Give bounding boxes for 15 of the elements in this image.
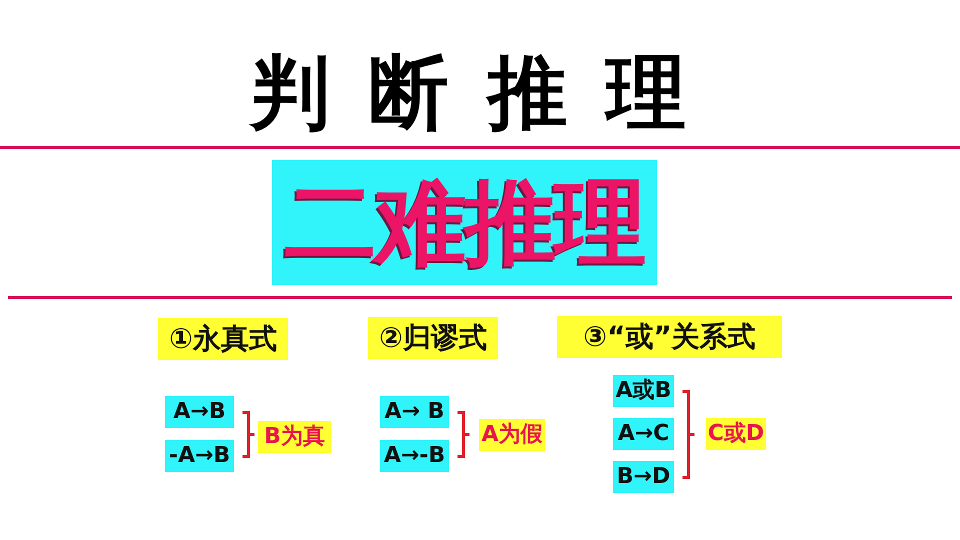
banner: 二难推理 (272, 160, 657, 285)
heading-box: ①永真式 (158, 318, 288, 360)
heading-box: ②归谬式 (368, 317, 498, 359)
heading-box: ③“或”关系式 (557, 316, 782, 358)
conclusion-box: A为假 (479, 419, 545, 451)
formula-box: A→B (165, 396, 234, 428)
conclusion-box: C或D (706, 418, 766, 450)
formula-box: A或B (613, 375, 674, 407)
formula-box: A→C (613, 418, 674, 450)
conclusion-box: B为真 (258, 421, 331, 453)
formula-box: A→ B (380, 396, 449, 428)
formula-box: B→D (613, 461, 674, 493)
title: 判断推理 (250, 52, 686, 134)
formula-box: -A→B (165, 440, 234, 472)
formula-box: A→-B (380, 440, 449, 472)
